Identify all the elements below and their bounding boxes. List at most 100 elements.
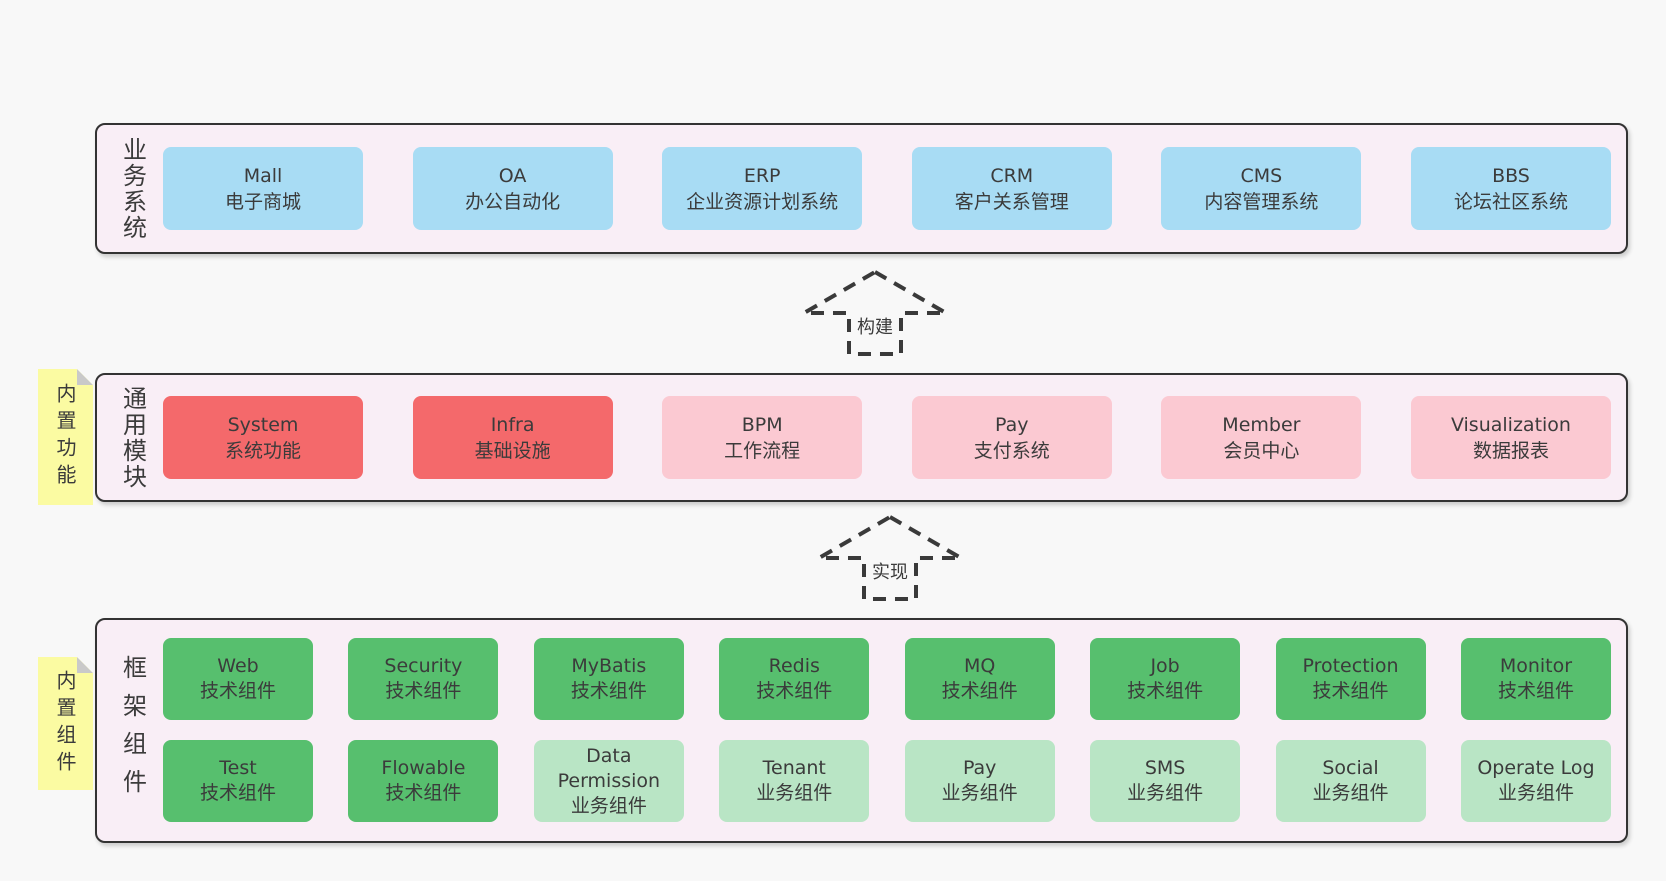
arrow-implement: 实现 bbox=[811, 514, 969, 602]
module-subtitle: 技术组件 bbox=[941, 680, 1018, 702]
arrow-label: 实现 bbox=[869, 558, 911, 584]
module-subtitle: 技术组件 bbox=[1312, 680, 1389, 702]
layer-content: System 系统功能 Infra 基础设施 BPM 工作流程 Pay 支付系统 Member 会… bbox=[153, 375, 1626, 500]
module-name: Monitor bbox=[1499, 655, 1573, 677]
module-box-mq: MQ 技术组件 bbox=[904, 638, 1055, 720]
module-box-oa: OA 办公自动化 bbox=[412, 147, 613, 230]
arrow-label: 构建 bbox=[854, 313, 896, 339]
module-name: Pay bbox=[962, 757, 997, 779]
module-name: Visualization bbox=[1450, 413, 1571, 436]
module-subtitle: 工作流程 bbox=[724, 439, 801, 462]
module-name: Infra bbox=[490, 413, 535, 436]
module-subtitle: 系统功能 bbox=[224, 439, 301, 462]
module-name: MQ bbox=[964, 655, 996, 677]
module-box-pay: Pay 业务组件 bbox=[904, 740, 1055, 822]
module-box-system: System 系统功能 bbox=[163, 396, 363, 479]
module-subtitle: 业务组件 bbox=[941, 782, 1018, 804]
module-name: Pay bbox=[995, 413, 1029, 436]
module-subtitle: 支付系统 bbox=[973, 439, 1050, 462]
module-row: System 系统功能 Infra 基础设施 BPM 工作流程 Pay 支付系统 Member 会… bbox=[163, 396, 1611, 479]
module-subtitle: 电子商城 bbox=[224, 190, 301, 213]
arrow-build: 构建 bbox=[796, 269, 954, 357]
module-box-web: Web 技术组件 bbox=[163, 638, 313, 720]
module-box-mall: Mall 电子商城 bbox=[163, 147, 363, 230]
module-box-monitor: Monitor 技术组件 bbox=[1460, 638, 1611, 720]
note-text: 内置组件 bbox=[53, 669, 77, 778]
module-subtitle: 技术组件 bbox=[756, 680, 833, 702]
module-subtitle: 技术组件 bbox=[385, 680, 462, 702]
note-fold-corner-icon bbox=[77, 369, 93, 385]
module-name: MyBatis bbox=[571, 655, 647, 677]
module-box-job: Job 技术组件 bbox=[1090, 638, 1241, 720]
module-subtitle: 会员中心 bbox=[1223, 439, 1300, 462]
note-built-in-features: 内置功能 bbox=[38, 369, 93, 505]
module-box-pay: Pay 支付系统 bbox=[911, 396, 1112, 479]
note-fold-corner-icon bbox=[77, 657, 93, 673]
module-subtitle: 技术组件 bbox=[1497, 680, 1574, 702]
module-subtitle: 业务组件 bbox=[1497, 782, 1574, 804]
module-name: CMS bbox=[1240, 164, 1283, 187]
module-subtitle: 基础设施 bbox=[474, 439, 551, 462]
module-subtitle: 办公自动化 bbox=[465, 190, 561, 213]
module-name: Operate Log bbox=[1477, 757, 1595, 779]
module-subtitle: 内容管理系统 bbox=[1204, 190, 1319, 213]
note-text: 内置功能 bbox=[53, 383, 77, 491]
module-box-social: Social 业务组件 bbox=[1275, 740, 1426, 822]
module-box-cms: CMS 内容管理系统 bbox=[1161, 147, 1362, 230]
module-box-tenant: Tenant 业务组件 bbox=[719, 740, 870, 822]
module-subtitle: 技术组件 bbox=[1127, 680, 1204, 702]
module-box-operate-log: Operate Log 业务组件 bbox=[1460, 740, 1611, 822]
module-subtitle: 论坛社区系统 bbox=[1453, 190, 1568, 213]
module-subtitle: 业务组件 bbox=[1127, 782, 1204, 804]
module-subtitle: 业务组件 bbox=[756, 782, 833, 804]
note-built-in-components: 内置组件 bbox=[38, 657, 93, 790]
module-box-member: Member 会员中心 bbox=[1161, 396, 1362, 479]
module-box-flowable: Flowable 技术组件 bbox=[348, 740, 499, 822]
module-name: Redis bbox=[768, 655, 820, 677]
module-name: Member bbox=[1222, 413, 1301, 436]
module-subtitle: 技术组件 bbox=[199, 680, 276, 702]
module-name: Social bbox=[1322, 757, 1379, 779]
module-name: Flowable bbox=[381, 757, 466, 779]
module-box-crm: CRM 客户关系管理 bbox=[911, 147, 1112, 230]
layer-common-modules: 通用模块 System 系统功能 Infra 基础设施 BPM 工作流程 Pay 支付系统 Me… bbox=[95, 373, 1628, 502]
module-name: OA bbox=[498, 164, 527, 187]
module-box-bpm: BPM 工作流程 bbox=[662, 396, 863, 479]
module-name: Protection bbox=[1302, 655, 1399, 677]
module-name: Tenant bbox=[762, 757, 826, 779]
module-name: CRM bbox=[990, 164, 1034, 187]
module-name: Test bbox=[219, 757, 257, 779]
module-box-infra: Infra 基础设施 bbox=[412, 396, 613, 479]
layer-label-business-systems: 业务系统 bbox=[118, 136, 147, 241]
module-subtitle: 业务组件 bbox=[1312, 782, 1389, 804]
module-name: BPM bbox=[741, 413, 783, 436]
module-box-mybatis: MyBatis 技术组件 bbox=[533, 638, 684, 720]
module-box-sms: SMS 业务组件 bbox=[1090, 740, 1241, 822]
layer-label-common-modules: 通用模块 bbox=[118, 385, 147, 490]
module-box-protection: Protection 技术组件 bbox=[1275, 638, 1426, 720]
module-box-bbs: BBS 论坛社区系统 bbox=[1410, 147, 1611, 230]
layer-label-framework-components: 框架组件 bbox=[118, 654, 147, 807]
module-subtitle: 客户关系管理 bbox=[954, 190, 1069, 213]
module-name: SMS bbox=[1144, 757, 1186, 779]
layer-framework-components: 框架组件 Web 技术组件 Security 技术组件 MyBatis 技术组件 Redis… bbox=[95, 618, 1628, 843]
module-name: Job bbox=[1150, 655, 1180, 677]
module-subtitle: 企业资源计划系统 bbox=[686, 190, 839, 213]
module-subtitle: 技术组件 bbox=[570, 680, 647, 702]
module-name: Security bbox=[384, 655, 463, 677]
module-name: Mall bbox=[243, 164, 283, 187]
module-name: System bbox=[227, 413, 299, 436]
module-name: BBS bbox=[1492, 164, 1530, 187]
module-name: Data Permission bbox=[557, 744, 661, 792]
module-subtitle: 技术组件 bbox=[385, 782, 462, 804]
module-name: Web bbox=[217, 655, 259, 677]
